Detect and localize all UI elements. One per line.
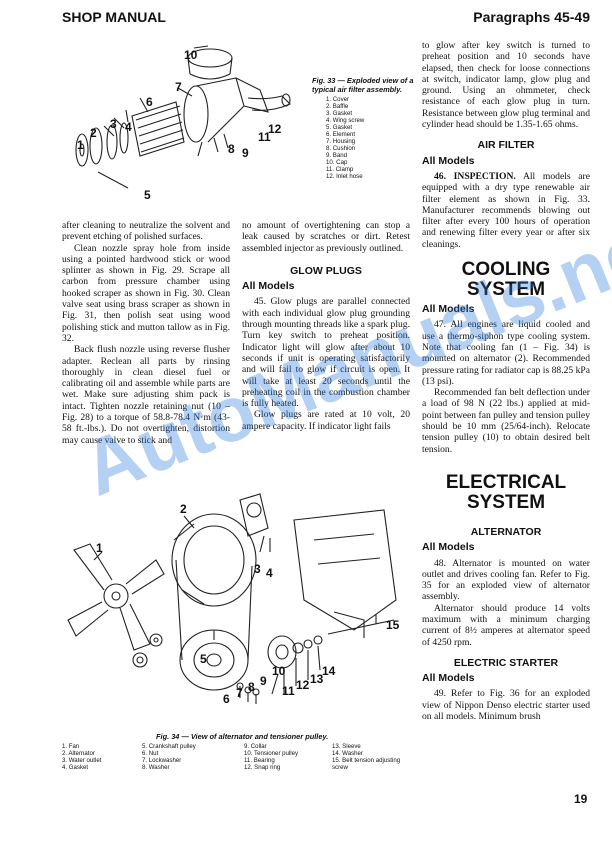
fig34-legend-col4: 13. Sleeve 14. Washer 15. Belt tension a…	[332, 743, 406, 771]
fig34-callout-8: 8	[248, 680, 255, 694]
body-paragraph: Clean nozzle spray hole from inside usin…	[62, 242, 230, 344]
fig34-legend-col1: 1. Fan 2. Alternator 3. Water outlet 4. …	[62, 743, 101, 771]
fig33-legend-item: 7. Housing	[326, 138, 356, 145]
inspection-text: All models are equipped with a dry type …	[422, 170, 591, 250]
fig33-callout-3: 3	[110, 117, 117, 131]
electrical-heading-line1: ELECTRICAL	[445, 471, 567, 493]
fig33-caption: Fig. 33 — Exploded view of a typical air…	[312, 76, 414, 94]
fig34-legend-item: 15. Belt tension adjusting screw	[332, 757, 401, 771]
glow-plugs-heading: GLOW PLUGS	[290, 264, 362, 277]
body-paragraph: Alternator should produce 14 volts maxim…	[422, 602, 590, 648]
fig34-callout-11: 11	[282, 684, 295, 698]
fig33-callout-9: 9	[242, 146, 249, 160]
fig34-legend-item: 2. Alternator	[62, 750, 95, 757]
fig34-callout-7: 7	[236, 686, 243, 700]
left-column: after cleaning to neutralize the solvent…	[62, 220, 230, 446]
fig33-callout-12: 12	[268, 122, 282, 136]
cooling-heading-line2: SYSTEM	[466, 279, 546, 301]
alternator-tensioner-drawing	[67, 493, 397, 704]
fig34-legend-item: 12. Snap ring	[244, 764, 281, 771]
electrical-heading-line2: SYSTEM	[466, 491, 546, 513]
fig33-legend-item: 10. Cap	[326, 159, 348, 166]
fig33-legend-item: 3. Gasket	[326, 110, 353, 117]
fig34-callout-5: 5	[200, 652, 207, 666]
body-paragraph: 49. Refer to Fig. 36 for an exploded vie…	[422, 688, 590, 723]
air-filter-heading: AIR FILTER	[477, 139, 535, 152]
fig34-legend-item: 13. Sleeve	[332, 743, 361, 750]
header-left: SHOP MANUAL	[62, 9, 166, 25]
body-paragraph: Recommended fan belt deflection under a …	[422, 387, 590, 455]
fig34-legend-item: 14. Washer	[332, 750, 363, 757]
fig33-callout-1: 1	[77, 138, 84, 152]
body-paragraph: 45. Glow plugs are parallel connected wi…	[242, 296, 410, 410]
fig33-callout-2: 2	[90, 126, 97, 140]
body-paragraph: no amount of overtightening can stop a l…	[242, 220, 410, 254]
alternator-heading: ALTERNATOR	[470, 525, 542, 538]
fig34-legend-item: 10. Tensioner pulley	[244, 750, 299, 757]
body-paragraph: 47. All engines are liquid cooled and us…	[422, 319, 590, 387]
fig34-callout-14: 14	[322, 664, 336, 678]
fig33-legend-item: 12. Inlet hose	[326, 173, 363, 180]
air-filter-subheading: All Models	[422, 154, 475, 167]
fig33-legend-item: 8. Cushion	[326, 145, 356, 152]
fig33-callout-11: 11	[258, 130, 271, 144]
fig34-legend-col3: 9. Collar 10. Tensioner pulley 11. Beari…	[244, 743, 298, 771]
body-paragraph: after cleaning to neutralize the solvent…	[62, 220, 230, 243]
fig34-callout-2: 2	[180, 502, 187, 516]
header-right: Paragraphs 45-49	[473, 9, 590, 25]
fig33-legend: 1. Cover 2. Baffle 3. Gasket 4. Wing scr…	[326, 96, 364, 180]
cooling-heading-line1: COOLING	[461, 259, 551, 281]
fig33-callout-6: 6	[146, 95, 153, 109]
fig34-legend-item: 5. Crankshaft pulley	[142, 743, 196, 750]
body-paragraph: 48. Alternator is mounted on water outle…	[422, 557, 590, 603]
fig34-legend-item: 6. Nut	[142, 750, 159, 757]
body-paragraph: 46. INSPECTION. All models are equipped …	[422, 171, 590, 250]
fig34-legend-col2: 5. Crankshaft pulley 6. Nut 7. Lockwashe…	[142, 743, 196, 771]
fig34-legend-item: 11. Bearing	[244, 757, 275, 764]
page-number: 19	[574, 792, 588, 806]
electric-starter-heading: ELECTRIC STARTER	[453, 656, 559, 669]
fig34-callout-1: 1	[96, 541, 103, 555]
electric-starter-subheading: All Models	[422, 672, 475, 685]
fig33-callout-7: 7	[175, 80, 182, 94]
fig34-callout-9: 9	[260, 674, 267, 688]
fig34-legend-item: 8. Washer	[142, 764, 170, 771]
fig33-legend-item: 11. Clamp	[326, 166, 354, 173]
fig34-callout-3: 3	[254, 562, 261, 576]
fig34-callout-13: 13	[310, 672, 324, 686]
fig33-callout-8: 8	[228, 142, 235, 156]
fig33-callout-4: 4	[125, 120, 132, 134]
fig34-legend-item: 1. Fan	[62, 743, 80, 750]
fig33-legend-item: 4. Wing screw	[326, 117, 365, 124]
fig33-legend-item: 5. Gasket	[326, 124, 353, 131]
fig33-legend-item: 1. Cover	[326, 96, 350, 103]
fig34-callout-6: 6	[223, 692, 230, 706]
fig34-callout-15: 15	[386, 618, 400, 632]
inspection-lead: 46. INSPECTION.	[434, 170, 516, 182]
middle-column: no amount of overtightening can stop a l…	[242, 220, 410, 432]
cooling-subheading: All Models	[422, 303, 475, 316]
fig34-legend-item: 3. Water outlet	[62, 757, 102, 764]
right-column: to glow after key switch is turned to pr…	[422, 40, 590, 722]
fig33-callout-5: 5	[144, 188, 151, 202]
fig33-callout-10: 10	[184, 48, 198, 62]
fig34-callout-12: 12	[296, 678, 310, 692]
air-filter-exploded-drawing	[75, 45, 291, 189]
fig33-legend-item: 2. Baffle	[326, 103, 349, 110]
fig33-legend-item: 6. Element	[326, 131, 356, 138]
body-paragraph: Glow plugs are rated at 10 volt, 20 ampe…	[242, 409, 410, 432]
body-paragraph: to glow after key switch is turned to pr…	[422, 40, 590, 131]
glow-plugs-subheading: All Models	[242, 280, 295, 293]
fig34-callout-4: 4	[266, 566, 273, 580]
alternator-subheading: All Models	[422, 541, 475, 554]
fig34-legend-item: 9. Collar	[244, 743, 267, 750]
fig34-legend-item: 7. Lockwasher	[142, 757, 182, 764]
fig34-legend-item: 4. Gasket	[62, 764, 89, 771]
fig34-callout-10: 10	[272, 664, 286, 678]
fig33-legend-item: 9. Band	[326, 152, 348, 159]
body-paragraph: Back flush nozzle using reverse flusher …	[62, 344, 230, 446]
fig34-caption: Fig. 34 — View of alternator and tension…	[156, 732, 329, 741]
